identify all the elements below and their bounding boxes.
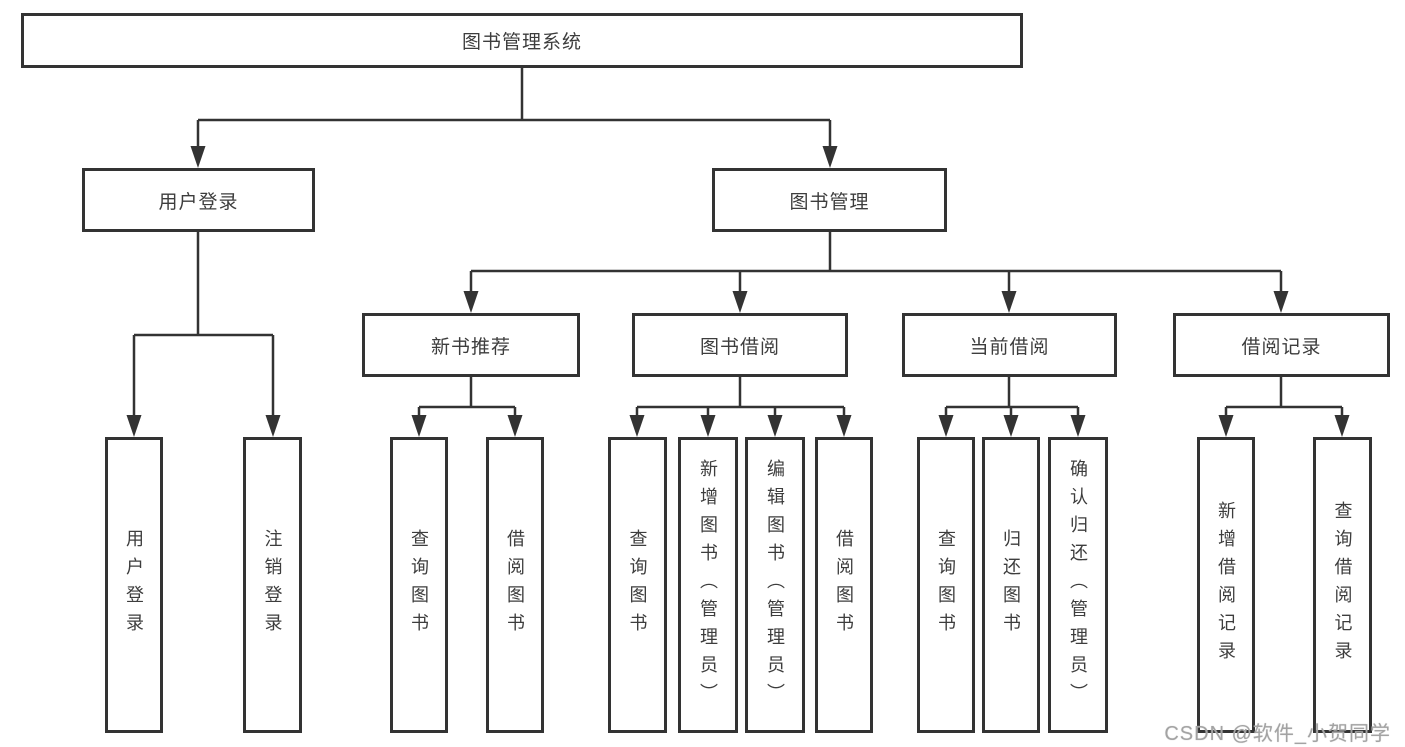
leaf-current-return-books: 归还图书 [982,437,1040,733]
node-label: 确认归还（管理员） [1068,459,1088,711]
node-label: 图书借阅 [699,336,780,358]
node-label: 用户登录 [158,191,239,213]
node-user-login: 用户登录 [82,168,315,232]
node-borrow-records: 借阅记录 [1173,313,1390,377]
leaf-current-query-books: 查询图书 [917,437,975,733]
connector-book-borrow-children [635,377,846,420]
leaf-borrowing-query-books: 查询图书 [608,437,667,733]
leaf-borrowing-edit-books-admin: 编辑图书（管理员） [745,437,805,733]
leaf-newbook-query-books: 查询图书 [390,437,448,733]
node-label: 新增借阅记录 [1216,501,1236,669]
node-label: 查询图书 [627,529,648,641]
leaf-records-add-borrow-record: 新增借阅记录 [1197,437,1255,733]
node-label: 查询图书 [936,529,956,641]
leaf-borrowing-add-books-admin: 新增图书（管理员） [678,437,738,733]
node-label: 当前借阅 [969,336,1050,358]
node-label: 查询图书 [409,529,429,641]
connector-root-to-level2 [196,68,832,150]
node-label: 查询借阅记录 [1332,501,1353,669]
node-label: 图书管理 [789,191,870,213]
node-label: 图书管理系统 [461,32,582,53]
node-book-borrowing: 图书借阅 [632,313,848,377]
node-label: 编辑图书（管理员） [765,459,785,711]
connector-borrow-record-children [1224,377,1344,420]
node-label: 注销登录 [262,529,283,641]
node-label: 归还图书 [1001,529,1021,641]
node-label: 新增图书（管理员） [698,459,718,711]
node-label: 新书推荐 [430,336,511,358]
node-label: 借阅图书 [505,529,525,641]
node-book-management: 图书管理 [712,168,947,232]
leaf-newbook-borrow-books: 借阅图书 [486,437,544,733]
node-label: 借阅图书 [834,529,854,641]
node-new-book-recommend: 新书推荐 [362,313,580,377]
connector-new-book-children [417,377,517,420]
connector-current-borrow-children [944,377,1080,420]
leaf-borrowing-borrow-books: 借阅图书 [815,437,873,733]
node-library-system: 图书管理系统 [21,13,1023,68]
node-label: 借阅记录 [1241,336,1322,358]
leaf-user-login: 用户登录 [105,437,163,733]
leaf-current-confirm-return-admin: 确认归还（管理员） [1048,437,1108,733]
leaf-logout: 注销登录 [243,437,302,733]
node-label: 用户登录 [124,529,144,641]
connector-book-mgmt-children [469,232,1283,295]
connector-user-login-children [132,232,275,419]
csdn-watermark: CSDN @软件_小贺同学 [1164,723,1391,745]
leaf-records-query-borrow-record: 查询借阅记录 [1313,437,1372,733]
node-current-borrowing: 当前借阅 [902,313,1117,377]
